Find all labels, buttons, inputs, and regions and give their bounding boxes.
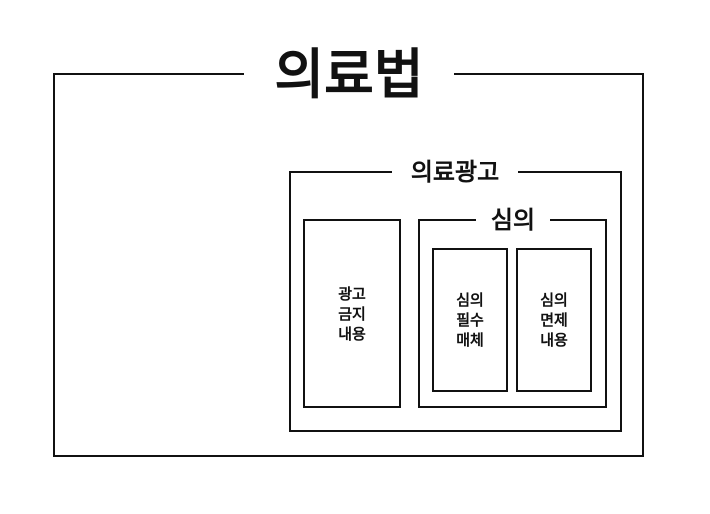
review-required-media-label: 심의 필수 매체 xyxy=(456,290,484,350)
medical-advertising-title: 의료광고 xyxy=(392,157,518,187)
review-exempt-line-2: 면제 xyxy=(540,311,568,329)
review-exempt-content-box: 심의 면제 내용 xyxy=(516,248,592,392)
medical-law-title: 의료법 xyxy=(244,44,454,106)
prohibited-content-line-2: 금지 xyxy=(338,304,366,323)
review-exempt-line-3: 내용 xyxy=(540,331,568,349)
review-exempt-content-label: 심의 면제 내용 xyxy=(540,290,568,350)
review-required-line-3: 매체 xyxy=(456,331,484,349)
prohibited-content-line-1: 광고 xyxy=(338,284,366,303)
review-required-line-2: 필수 xyxy=(456,311,484,329)
prohibited-content-label: 광고 금지 내용 xyxy=(338,284,366,344)
review-exempt-line-1: 심의 xyxy=(540,291,568,309)
review-title: 심의 xyxy=(476,205,550,235)
review-required-media-box: 심의 필수 매체 xyxy=(432,248,508,392)
prohibited-content-box: 광고 금지 내용 xyxy=(303,219,401,408)
review-required-line-1: 심의 xyxy=(456,291,484,309)
prohibited-content-line-3: 내용 xyxy=(338,324,366,343)
